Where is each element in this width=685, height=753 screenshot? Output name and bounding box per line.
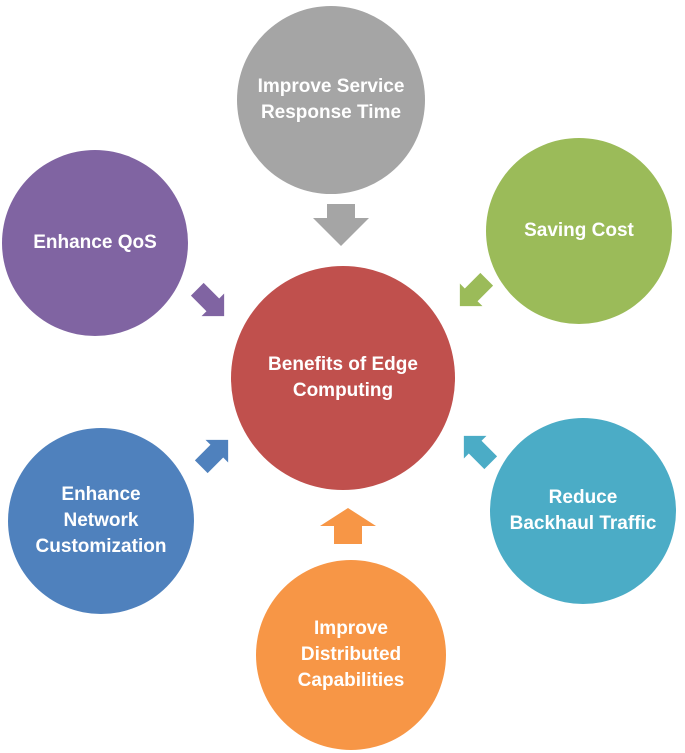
benefit-circle-distributed: Improve Distributed Capabilities [256,560,446,750]
arrow-down-right-icon [190,282,225,317]
benefit-circle-backhaul: Reduce Backhaul Traffic [490,418,676,604]
arrow-shape [313,204,369,246]
benefit-label: Improve Service Response Time [257,76,405,123]
arrow-down-icon [313,204,369,246]
arrow-shape [320,508,376,544]
arrow-shape [190,282,225,317]
arrow-shape [194,439,229,474]
benefit-label: Improve Distributed Capabilities [297,618,405,691]
arrow-shape [463,435,498,470]
center-label: Benefits of Edge Computing [268,354,418,401]
arrow-down-left-icon [459,272,494,307]
center-circle: Benefits of Edge Computing [231,266,455,490]
arrow-shape [459,272,494,307]
arrow-up-right-icon [194,439,229,474]
arrow-up-left-icon [463,435,498,470]
benefit-label: Reduce Backhaul Traffic [509,487,657,534]
benefit-circle-response-time: Improve Service Response Time [237,6,425,194]
benefit-circle-network-customization: Enhance Network Customization [8,428,194,614]
benefit-circle-qos: Enhance QoS [2,150,188,336]
benefit-label: Enhance QoS [33,232,157,253]
arrow-up-icon [320,508,376,544]
benefit-label: Enhance Network Customization [35,484,167,557]
benefit-circle-saving-cost: Saving Cost [486,138,672,324]
benefit-label: Saving Cost [524,220,634,241]
